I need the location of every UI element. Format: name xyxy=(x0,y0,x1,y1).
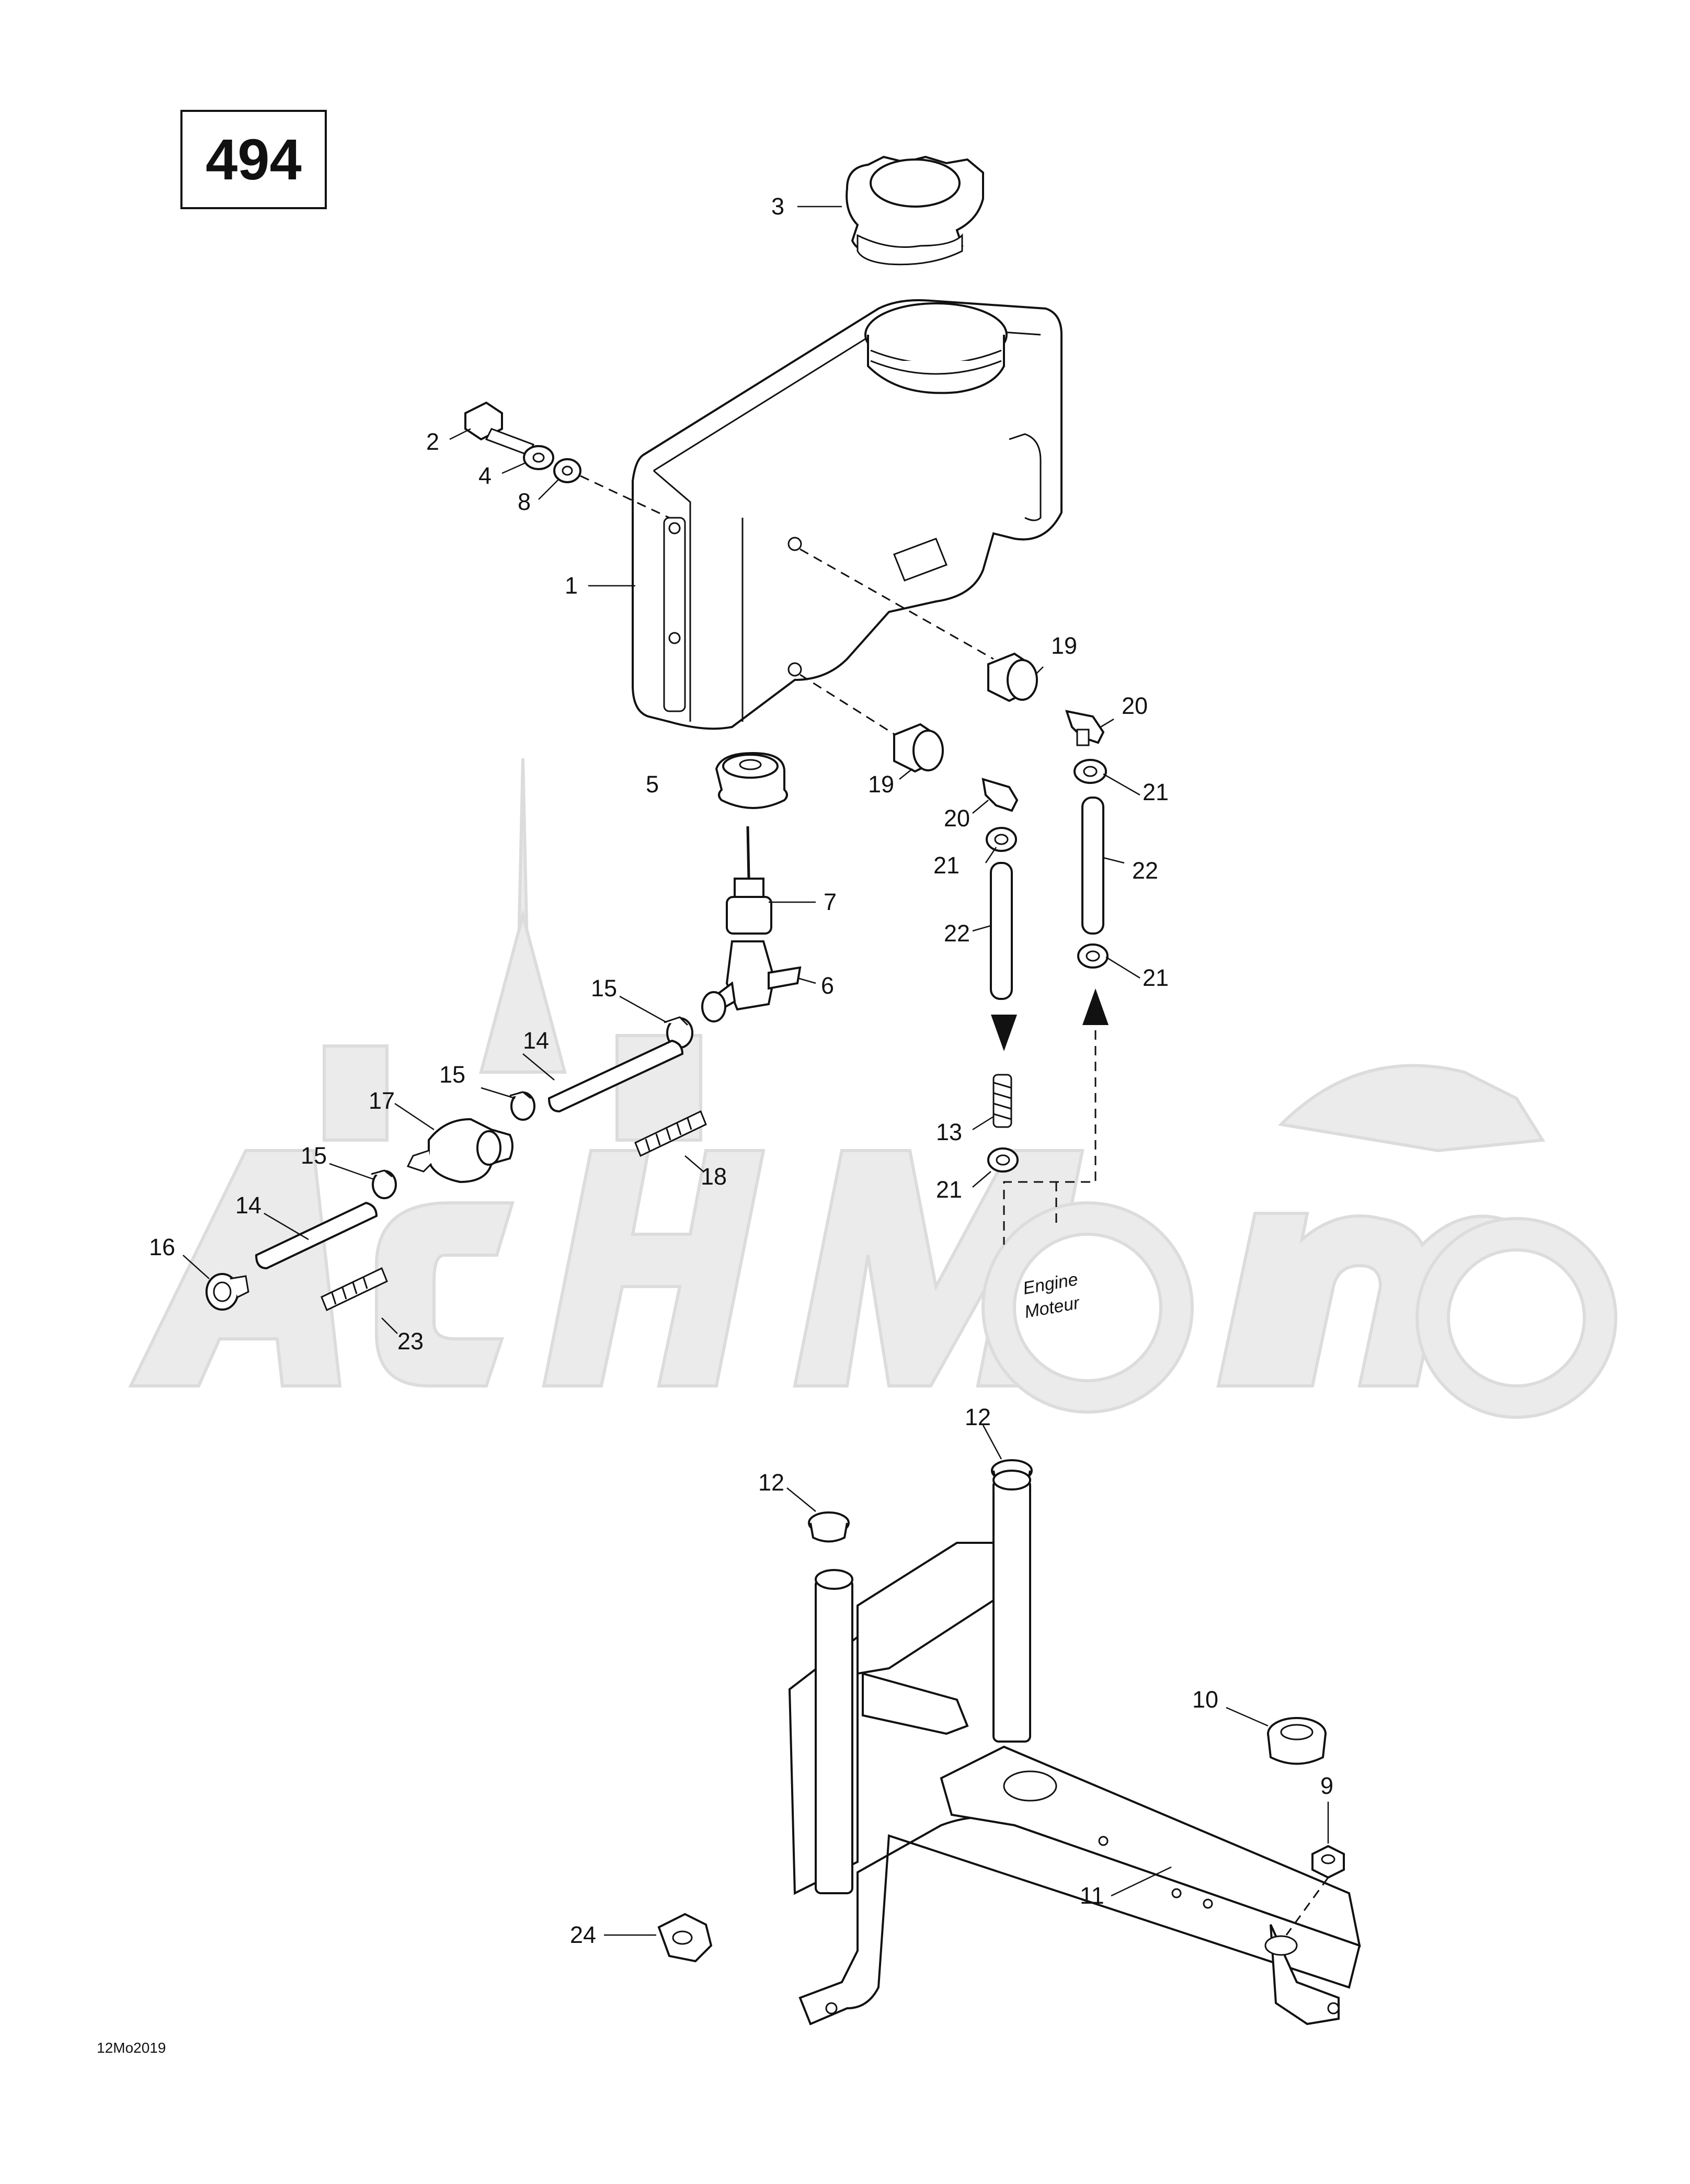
callout-3: 3 xyxy=(771,193,784,220)
part-clamp xyxy=(1077,943,1109,969)
part-grommet xyxy=(893,723,944,773)
callout-19b: 19 xyxy=(868,771,894,798)
part-hose-clamp xyxy=(371,1169,397,1199)
callout-17: 17 xyxy=(369,1087,395,1114)
callout-7: 7 xyxy=(824,889,837,915)
part-elbow-fitting xyxy=(1065,710,1105,746)
page-number-box: 494 xyxy=(180,110,327,209)
part-plug xyxy=(808,1511,850,1543)
part-fuel-hose xyxy=(547,1039,684,1113)
callout-20b: 20 xyxy=(944,805,970,832)
assembly-line xyxy=(580,475,670,519)
part-small-spring xyxy=(992,1074,1012,1128)
callout-1: 1 xyxy=(565,572,578,599)
part-nut-small xyxy=(553,458,581,483)
reference-code: 12Mo2019 xyxy=(97,2040,166,2056)
part-clamp xyxy=(987,1147,1019,1173)
callout-22b: 22 xyxy=(944,920,970,947)
part-nut xyxy=(1311,1845,1345,1879)
part-hose xyxy=(990,862,1013,1000)
flow-arrow-up xyxy=(1082,988,1109,1025)
engine-line xyxy=(1003,1030,1097,1245)
callout-15b: 15 xyxy=(439,1061,465,1088)
callout-9: 9 xyxy=(1320,1772,1333,1799)
callout-18: 18 xyxy=(701,1163,727,1190)
callout-5: 5 xyxy=(646,771,659,798)
part-hose-clamp xyxy=(664,1016,693,1049)
callout-14a: 14 xyxy=(523,1027,549,1054)
callout-21c: 21 xyxy=(1143,964,1169,991)
assembly-line xyxy=(1285,1877,1329,1936)
part-clip xyxy=(657,1913,713,1963)
callout-20a: 20 xyxy=(1122,692,1148,719)
callout-4: 4 xyxy=(478,462,492,489)
page-number: 494 xyxy=(205,127,302,192)
part-elbow-fitting xyxy=(981,778,1019,812)
part-level-sensor xyxy=(726,826,772,935)
flow-arrow-down xyxy=(991,1015,1017,1051)
part-washer xyxy=(523,445,554,470)
part-hose xyxy=(1081,797,1104,935)
callout-19a: 19 xyxy=(1051,632,1077,659)
watermark xyxy=(128,758,1617,1419)
leader-lines xyxy=(182,206,1329,1936)
part-fuel-hose xyxy=(255,1201,378,1270)
callout-21a: 21 xyxy=(1143,779,1169,805)
part-frame-grommet xyxy=(1267,1717,1327,1765)
callout-13: 13 xyxy=(936,1119,962,1145)
callout-15a: 15 xyxy=(591,975,617,1002)
part-grommet xyxy=(987,652,1038,702)
callout-23: 23 xyxy=(397,1328,424,1355)
callout-15c: 15 xyxy=(301,1142,327,1169)
part-tank-grommet xyxy=(715,752,788,809)
part-spring xyxy=(321,1267,388,1312)
part-spring xyxy=(634,1110,707,1157)
callout-16: 16 xyxy=(149,1234,175,1260)
part-cap xyxy=(846,155,984,266)
part-valve xyxy=(701,940,802,1022)
part-oil-tank xyxy=(632,299,1063,730)
part-clamp xyxy=(1074,759,1107,784)
callout-22a: 22 xyxy=(1132,857,1158,884)
callout-14b: 14 xyxy=(235,1192,261,1219)
callout-10: 10 xyxy=(1192,1686,1218,1713)
callout-6: 6 xyxy=(821,972,834,999)
assembly-line xyxy=(800,674,900,738)
callout-12b: 12 xyxy=(758,1469,784,1496)
callout-21d: 21 xyxy=(936,1176,962,1203)
part-clamp-large xyxy=(205,1273,249,1311)
callout-12a: 12 xyxy=(965,1404,991,1430)
callout-8: 8 xyxy=(518,488,531,515)
callout-2: 2 xyxy=(426,428,439,455)
part-clamp xyxy=(986,827,1017,852)
callout-24: 24 xyxy=(570,1921,596,1948)
callout-labels: 3 1 2 4 8 19 20 19 20 21 21 22 22 21 13 … xyxy=(149,193,1333,1948)
callout-21b: 21 xyxy=(933,852,960,879)
assembly-line xyxy=(800,548,994,660)
part-hose-clamp xyxy=(509,1091,535,1121)
part-oil-filter xyxy=(406,1118,513,1184)
callout-11: 11 xyxy=(1080,1882,1104,1909)
part-screw xyxy=(464,401,535,456)
part-bracket xyxy=(788,1470,1361,2026)
